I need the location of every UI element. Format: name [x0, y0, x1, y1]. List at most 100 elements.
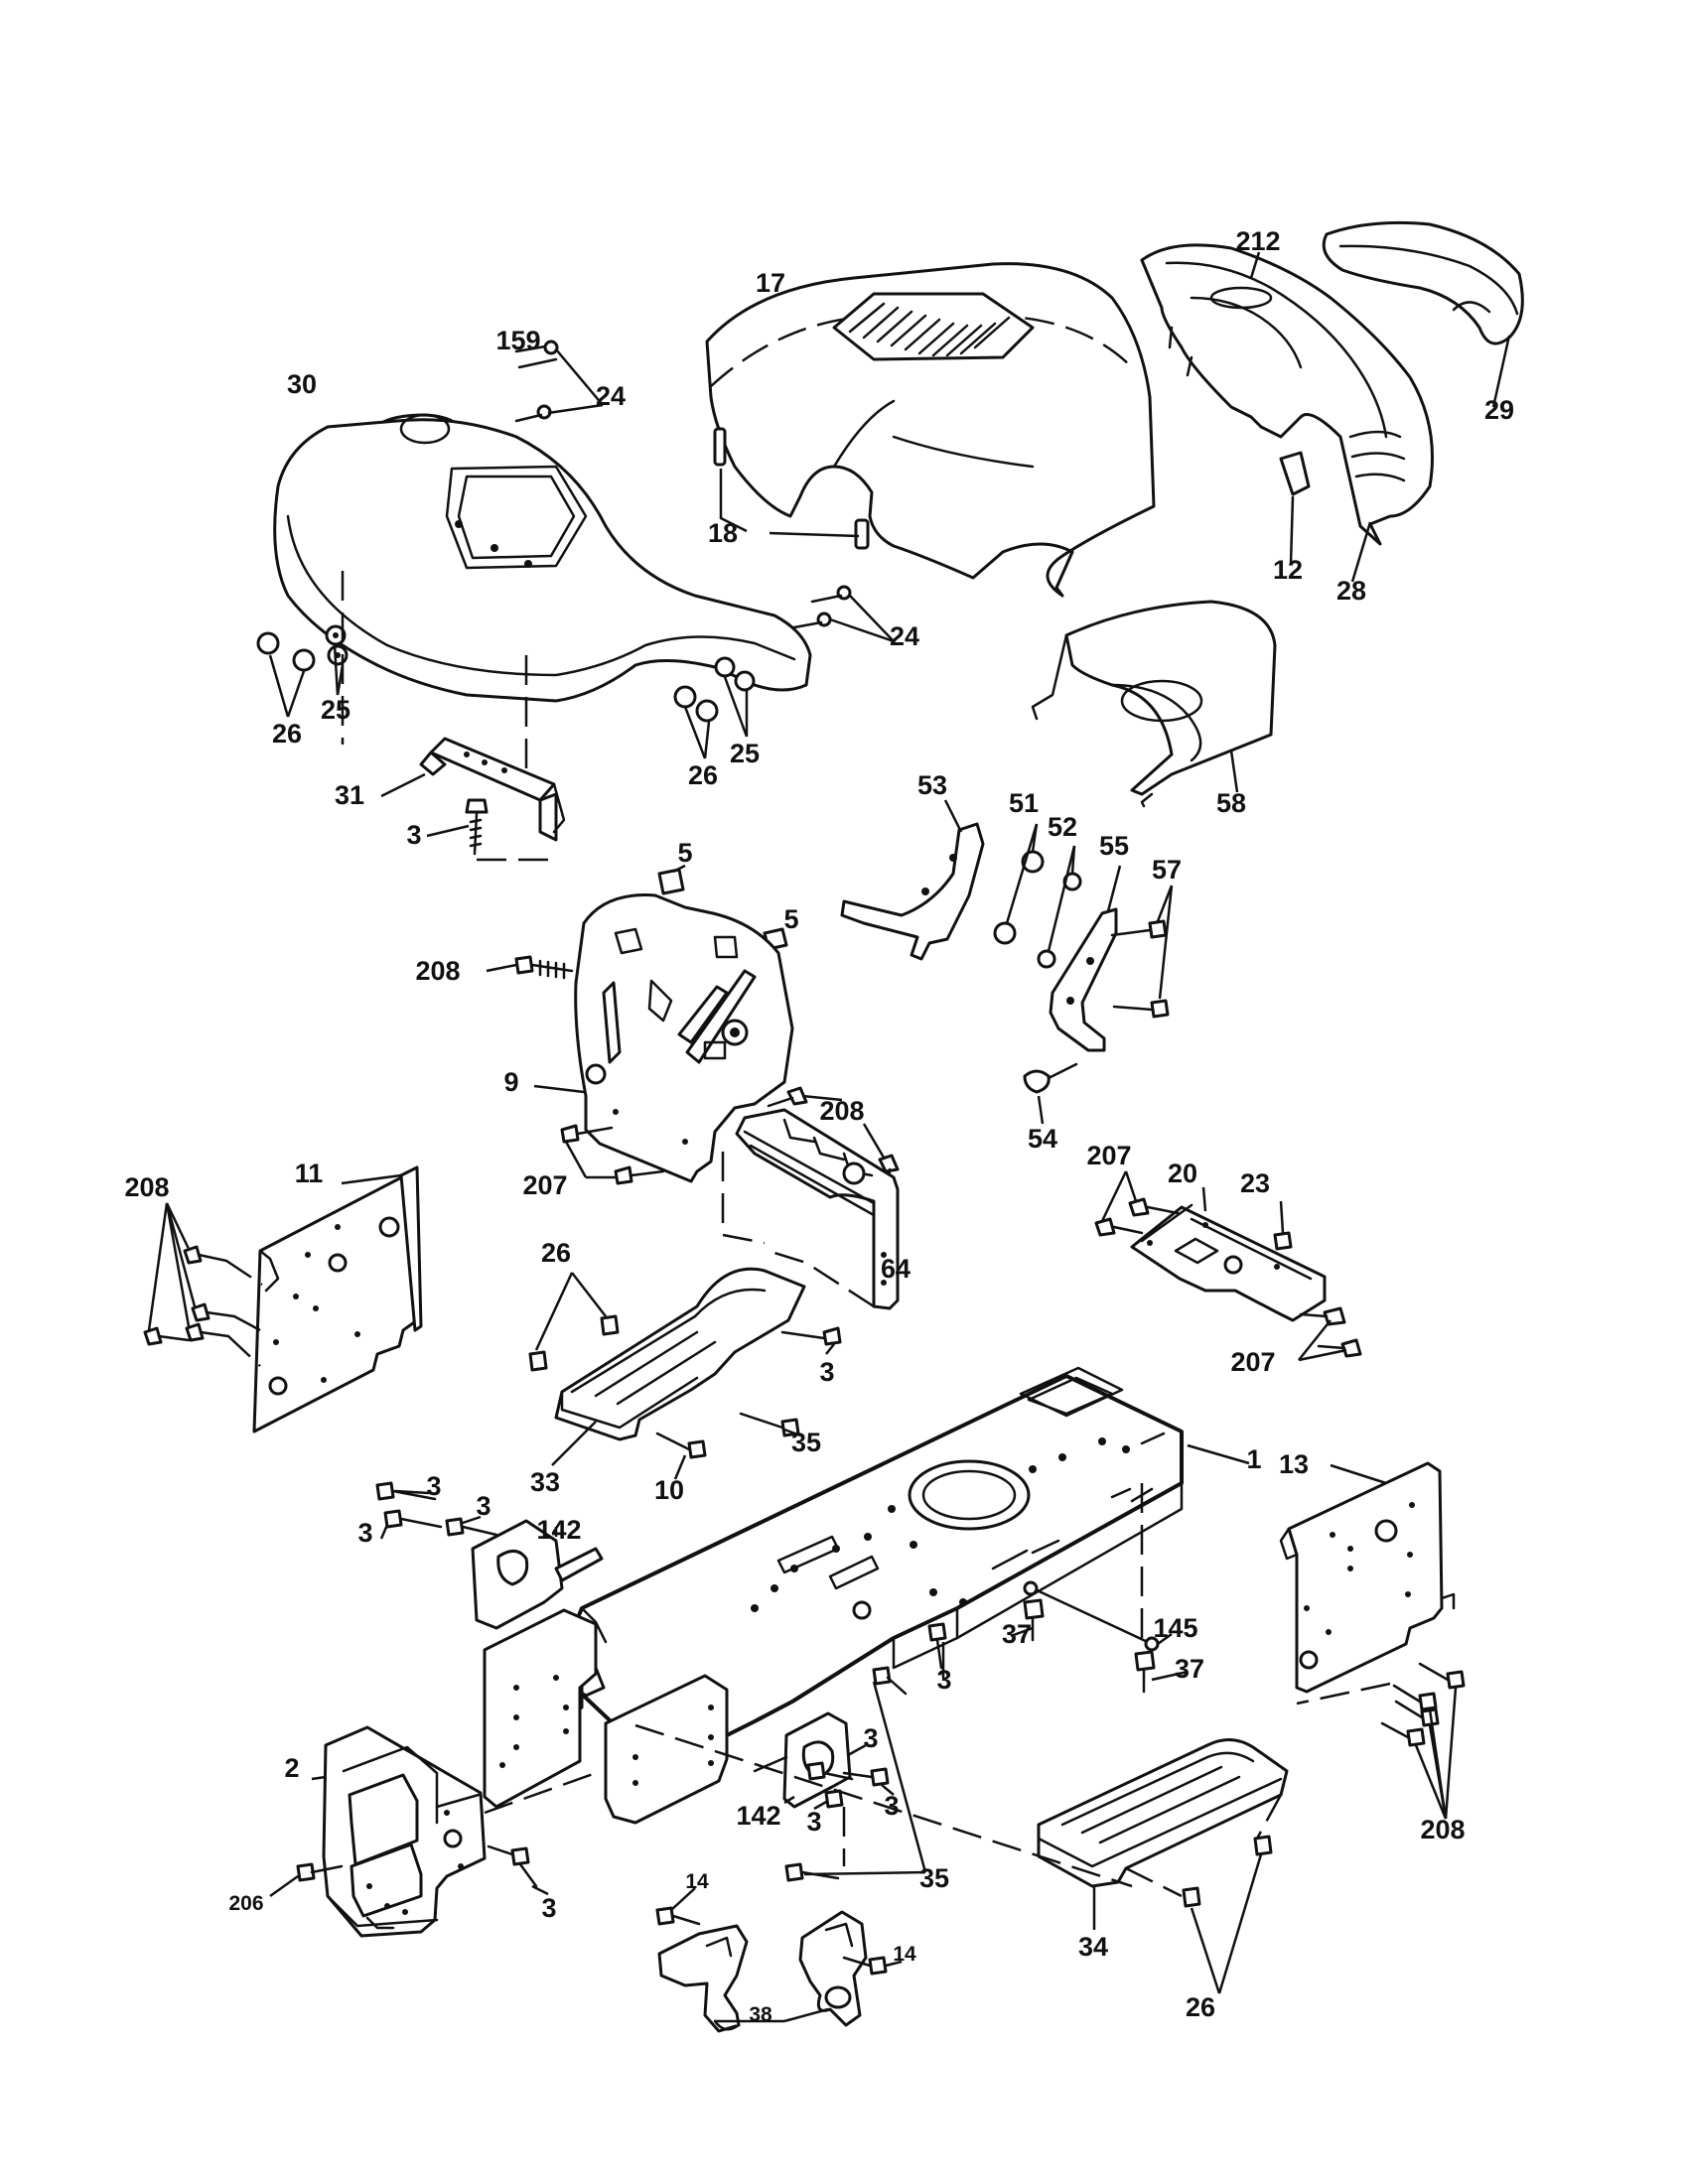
callout-c58: 58 [1216, 788, 1246, 818]
bolts-207-right [1094, 1170, 1362, 1362]
callout-c12: 12 [1273, 555, 1303, 585]
callout-c35a: 35 [791, 1428, 821, 1457]
leader-28 [1350, 521, 1372, 583]
bolts-14 [655, 1887, 903, 1976]
part-latch [1279, 451, 1311, 565]
bolts-24-lower [792, 585, 895, 643]
callout-c52: 52 [1048, 812, 1077, 842]
callout-c33: 33 [530, 1467, 560, 1497]
part-console [273, 413, 812, 703]
bolts-208-upper [486, 955, 574, 980]
part-2-front-plate [311, 1725, 487, 1938]
callout-c1: 1 [1246, 1444, 1261, 1474]
bolt-3-mid [780, 1326, 842, 1355]
part-11-side-panel [252, 1165, 423, 1433]
part-33-footrest [551, 1267, 806, 1466]
callout-c3d: 3 [476, 1491, 491, 1521]
callout-c208a: 208 [415, 956, 460, 986]
part-13-side-panel [1279, 1461, 1456, 1694]
dash-2 [484, 1771, 597, 1815]
callout-c2: 2 [284, 1753, 299, 1783]
callout-c207c: 207 [1230, 1347, 1275, 1377]
callout-c18: 18 [708, 518, 738, 548]
callout-c37a: 37 [1002, 1619, 1032, 1649]
callout-c11: 11 [295, 1159, 324, 1188]
callout-c13: 13 [1279, 1449, 1309, 1479]
dash-34 [634, 1723, 1133, 1888]
callout-c3c: 3 [426, 1471, 441, 1501]
callout-c3g: 3 [863, 1723, 878, 1753]
bolts-57 [1110, 885, 1174, 1019]
callout-c3h: 3 [884, 1791, 899, 1821]
hardware-51-52 [993, 823, 1082, 969]
bolts-207-left [560, 1124, 665, 1185]
callout-c24b: 24 [890, 621, 919, 651]
callout-c10: 10 [654, 1475, 684, 1505]
callout-c34: 34 [1078, 1932, 1108, 1962]
part-145-rod [1023, 1580, 1173, 1652]
callout-c9: 9 [503, 1067, 518, 1097]
bolts-35-lower [784, 1681, 927, 1882]
callout-c206: 206 [228, 1892, 263, 1915]
callout-c35b: 35 [919, 1863, 949, 1893]
callout-c23: 23 [1240, 1168, 1270, 1198]
hardware-25-26-right [673, 656, 756, 759]
callout-c3j: 3 [541, 1893, 556, 1923]
callout-c31: 31 [335, 780, 364, 810]
hardware-25-26-left [256, 624, 349, 718]
callout-c3b: 3 [819, 1357, 834, 1387]
bolt-10 [655, 1432, 707, 1480]
part-38-brackets [657, 1910, 868, 2033]
callout-c17: 17 [756, 268, 785, 298]
callout-c142b: 142 [736, 1801, 780, 1831]
nuts-26-lower [1125, 1794, 1283, 1994]
callout-c159: 159 [495, 326, 540, 355]
callout-c207b: 207 [522, 1170, 567, 1200]
callout-c30: 30 [287, 369, 317, 399]
bolt-3-top [426, 798, 489, 856]
callout-c26c: 26 [541, 1238, 571, 1268]
part-64-channel [721, 1108, 900, 1310]
bolts-3-center [872, 1622, 947, 1696]
callout-c25b: 25 [730, 739, 760, 768]
callout-c20: 20 [1168, 1159, 1197, 1188]
callout-c145: 145 [1153, 1613, 1197, 1643]
part-front-trim [1322, 220, 1524, 408]
bolts-37 [1010, 1598, 1189, 1694]
part-hood [705, 262, 1156, 598]
part-142-upper [471, 1519, 604, 1630]
callout-c3f: 3 [936, 1665, 951, 1695]
screw-54 [1023, 1062, 1078, 1125]
callout-c55: 55 [1099, 831, 1129, 861]
part-31-bracket [380, 737, 566, 842]
part-20-bracket [1130, 1186, 1327, 1322]
callout-c3e: 3 [357, 1518, 372, 1548]
callout-c24a: 24 [596, 381, 626, 411]
bolts-208-right-group [1296, 1662, 1466, 1820]
bolt-3-front [487, 1844, 549, 1896]
callout-c208b: 208 [819, 1096, 864, 1126]
callout-c26d: 26 [1186, 1992, 1215, 2022]
callout-c53: 53 [917, 770, 947, 800]
callout-c208d: 208 [1420, 1815, 1465, 1844]
callout-c142a: 142 [536, 1515, 581, 1545]
part-34-footrest [1037, 1738, 1289, 1930]
part-hood-pads [713, 427, 870, 550]
part-9-dash-panel [533, 893, 794, 1183]
callout-c38: 38 [749, 2003, 772, 2026]
nuts-26-center [528, 1272, 620, 1372]
bolts-3-lower [806, 1743, 895, 1811]
callout-c5a: 5 [677, 838, 692, 868]
part-53-bracket [840, 799, 985, 961]
callout-c25a: 25 [321, 695, 351, 725]
part-grille-housing [1140, 243, 1434, 546]
nut-23 [1273, 1200, 1293, 1251]
callout-c37b: 37 [1175, 1654, 1204, 1684]
callout-c57: 57 [1152, 855, 1182, 885]
callout-c28: 28 [1336, 576, 1366, 606]
bolts-208-mid [767, 1086, 900, 1193]
callout-c14a: 14 [685, 1870, 709, 1893]
callout-c54: 54 [1028, 1124, 1057, 1154]
